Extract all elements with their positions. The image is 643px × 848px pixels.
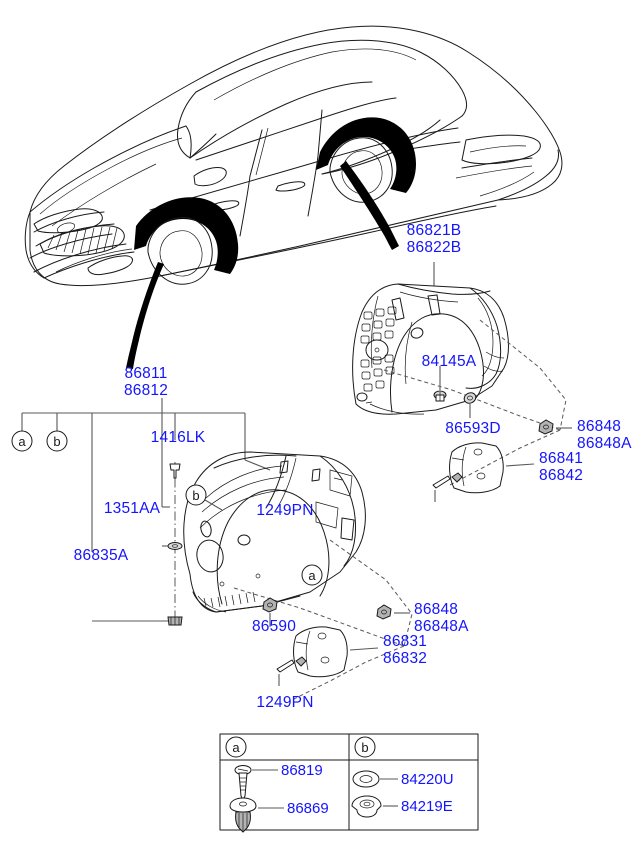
callout-rear-guard-line1: 86821B [406,222,462,239]
legend-part-86869: 86869 [287,800,329,817]
legend-part-84220u: 84220U [401,771,454,788]
callout-86848-front-line1: 86848 [414,601,459,618]
rear-assembly-line-2 [479,319,567,431]
callout-rear-guard-line2: 86822B [406,239,462,256]
rear-assembly-line-1 [383,369,561,431]
callout-84145a: 84145A [421,353,477,370]
callout-1249pn-rear: 1249PN [256,502,314,519]
callout-front-guard-line1: 86811 [124,365,168,382]
svg-text:b: b [53,434,60,449]
clip-nut-icon [351,795,398,818]
callout-front-mudguard: 86831 86832 [383,633,427,667]
screw-1249pn-front-icon [276,656,307,686]
vehicle-illustration [24,25,563,287]
clip-1416lk-icon [169,463,181,479]
callout-86848-rear-line1: 86848 [577,418,622,435]
svg-text:b: b [361,740,368,755]
callout-86593d: 86593D [445,420,501,437]
legend-part-86819: 86819 [281,762,323,779]
callout-86590: 86590 [251,618,297,635]
callout-86848-front: 86848 86848A [414,601,469,635]
rear-mudguard-part [449,442,535,494]
callout-rear-guard: 86821B 86822B [407,222,462,256]
fastener-86848-rear-icon [538,419,572,435]
screw-1249pn-rear-icon [432,472,463,502]
callout-rear-mudguard: 86841 86842 [539,450,583,484]
callout-86848-front-line2: 86848A [414,618,469,635]
callout-front-mudguard-line2: 86832 [383,650,428,667]
balloon-b-front-liner: b [185,484,223,511]
callout-1416lk: 1416LK [150,429,206,446]
push-rivet-icon [229,797,284,833]
front-mudguard-part [293,626,379,678]
clip-84145a-icon [433,366,447,402]
legend-part-84219e: 84219E [401,798,453,815]
callout-1249pn-front: 1249PN [256,694,314,711]
balloon-b-bracket: b [46,430,68,452]
front-wheel-guard-part [183,451,366,613]
callout-rear-mudguard-line1: 86841 [539,450,584,467]
front-assembly-line-2 [329,539,413,647]
balloon-a-bracket: a [11,430,33,452]
rear-wheel-guard-part [352,262,509,415]
callout-86835a: 86835A [73,547,129,564]
clip-86593d-icon [463,392,477,418]
rear-mudguard-mount-line [447,429,561,487]
callout-86848-rear: 86848 86848A [577,418,632,452]
screw-icon [234,765,278,801]
front-guard-leader [126,262,164,369]
legend-table: a b [219,733,479,833]
svg-text:b: b [192,488,199,503]
grommet-icon [352,770,398,788]
balloon-a-front-liner: a [301,564,323,586]
clip-86835a-lower-icon [167,616,183,626]
callout-rear-mudguard-line2: 86842 [539,467,584,484]
callout-front-guard-line2: 86812 [123,382,169,399]
callout-1351aa: 1351AA [103,500,161,517]
callout-front-mudguard-line1: 86831 [383,633,428,650]
rear-guard-leader [340,161,399,250]
svg-text:a: a [232,740,240,755]
callout-front-guard: 86811 86812 [124,365,168,399]
svg-text:a: a [308,568,316,583]
fastener-86848-front-icon [376,604,410,620]
callout-86848-rear-line2: 86848A [577,435,632,452]
svg-text:a: a [18,434,26,449]
clip-1351aa-icon [162,506,183,550]
clip-86590-icon [262,597,278,627]
